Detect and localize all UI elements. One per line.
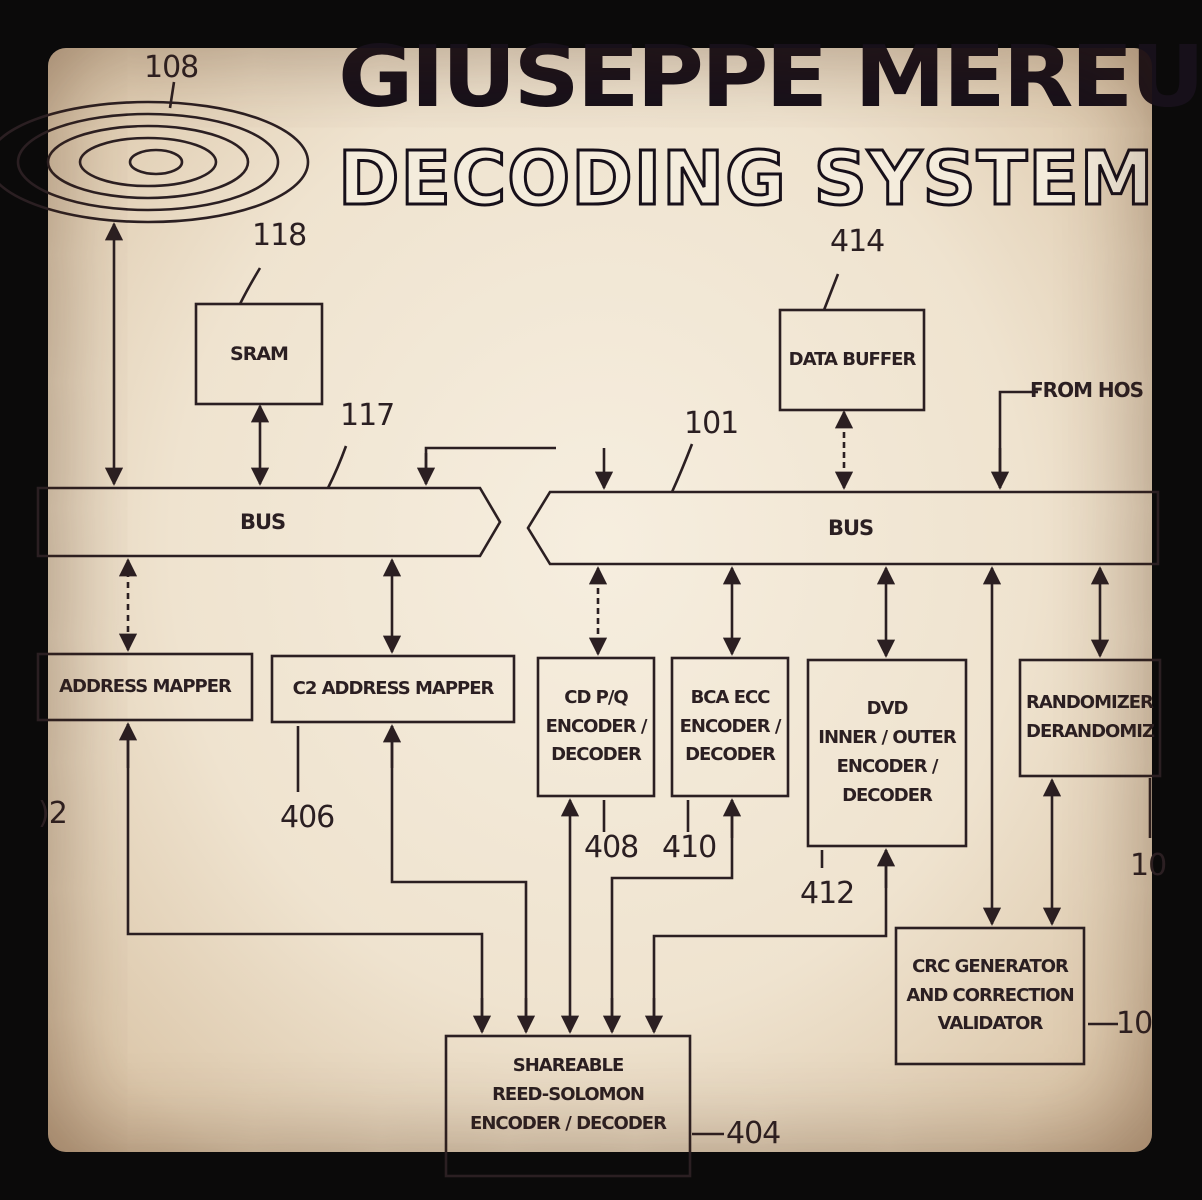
- crc-ref-number: 10: [1116, 1006, 1153, 1041]
- randomizer-line1: RANDOMIZER: [1026, 692, 1154, 714]
- data-buffer-label: DATA BUFFER: [780, 310, 924, 410]
- reed-solomon-ref-number: 404: [726, 1116, 781, 1151]
- bca-encoder-line1: BCA ECC: [690, 686, 771, 708]
- cd-encoder-line1: CD P/Q: [564, 686, 628, 708]
- cd-encoder-line2: ENCODER /: [545, 715, 648, 737]
- bca-encoder-ref-number: 410: [662, 830, 717, 865]
- reed-solomon-label: SHAREABLE REED-SOLOMON ENCODER / DECODER: [446, 1036, 690, 1176]
- dvd-encoder-line1: DVD: [866, 698, 909, 720]
- c2-address-mapper-box: [270, 654, 516, 724]
- bus-left-ref-leader: [326, 445, 348, 489]
- dvd-encoder-line2: INNER / OUTER: [818, 727, 956, 749]
- c2-rs-line: [390, 726, 528, 1032]
- data-buffer-ref-number: 414: [830, 224, 885, 259]
- bca-rs-line: [610, 800, 734, 1032]
- sram-text: SRAM: [230, 342, 289, 365]
- bus-left-shape: [36, 486, 502, 558]
- data-buffer-box: [778, 308, 926, 412]
- data-buffer-text: DATA BUFFER: [788, 348, 917, 370]
- page-title: GIUSEPPE MEREU: [338, 28, 1202, 127]
- bus-left-ref-number: 117: [340, 398, 395, 433]
- reed-solomon-line3: ENCODER / DECODER: [470, 1112, 667, 1134]
- from-host-label: FROM HOS: [1030, 378, 1144, 402]
- cd-encoder-line3: DECODER: [551, 744, 642, 766]
- cd-encoder-box: [536, 656, 656, 798]
- page-subtitle: DECODING SYSTEM: [337, 135, 1155, 224]
- reed-solomon-line1: SHAREABLE: [512, 1055, 625, 1076]
- disc-icon: [0, 81, 310, 224]
- crc-line2: AND CORRECTION: [906, 984, 1074, 1006]
- address-mapper-text: ADDRESS MAPPER: [59, 675, 232, 697]
- randomizer-ref-number: 10: [1130, 848, 1167, 883]
- address-mapper-label: ADDRESS MAPPER: [38, 654, 252, 720]
- block-diagram: [0, 81, 1162, 1178]
- bus-left-label: BUS: [240, 510, 286, 534]
- bus-right-ref-leader: [670, 443, 694, 493]
- addr-rs-line: [126, 724, 484, 1032]
- cd-encoder-label: CD P/Q ENCODER / DECODER: [538, 658, 654, 796]
- bca-encoder-line3: DECODER: [685, 744, 776, 766]
- cd-encoder-ref-number: 408: [584, 830, 639, 865]
- bus-right-label: BUS: [828, 516, 874, 540]
- dvd-encoder-line3: ENCODER /: [836, 756, 939, 777]
- bca-encoder-line2: ENCODER /: [679, 715, 782, 737]
- sram-label: SRAM: [196, 304, 322, 404]
- bus-left-input-line: [424, 446, 556, 484]
- address-mapper-ref-number: )2: [38, 796, 68, 831]
- crc-label: CRC GENERATOR AND CORRECTION VALIDATOR: [896, 928, 1084, 1064]
- data-buffer-ref-leader: [822, 273, 840, 311]
- dvd-encoder-box: [806, 658, 968, 848]
- c2-address-mapper-text: C2 ADDRESS MAPPER: [292, 677, 495, 699]
- reed-solomon-box: [444, 1034, 692, 1178]
- bca-encoder-box: [670, 656, 790, 798]
- sram-ref-leader: [238, 267, 262, 305]
- c2-address-mapper-label: C2 ADDRESS MAPPER: [272, 656, 514, 722]
- reed-solomon-line2: REED-SOLOMON: [492, 1083, 645, 1105]
- dvd-rs-line: [652, 850, 888, 1032]
- sram-box: [194, 302, 324, 406]
- host-line: [998, 390, 1038, 488]
- crc-line1: CRC GENERATOR: [912, 955, 1069, 977]
- randomizer-box: [1018, 658, 1162, 778]
- randomizer-label: RANDOMIZER DERANDOMIZ: [1020, 660, 1160, 776]
- bca-encoder-label: BCA ECC ENCODER / DECODER: [672, 658, 788, 796]
- dvd-encoder-line4: DECODER: [842, 784, 933, 806]
- diagram-photo: GIUSEPPE MEREU DECODING SYSTEM 108 118 1…: [0, 28, 1202, 1178]
- randomizer-line2: DERANDOMIZ: [1026, 721, 1155, 742]
- crc-box: [894, 926, 1086, 1066]
- c2-address-mapper-ref-number: 406: [280, 800, 335, 835]
- dvd-encoder-ref-number: 412: [800, 876, 855, 911]
- sram-ref-number: 118: [252, 218, 307, 253]
- crc-line3: VALIDATOR: [937, 1013, 1044, 1035]
- address-mapper-box: [36, 652, 254, 722]
- dvd-encoder-label: DVD INNER / OUTER ENCODER / DECODER: [808, 660, 966, 846]
- disc-ref-number: 108: [144, 50, 199, 85]
- bus-right-shape: [526, 490, 1160, 566]
- bus-right-ref-number: 101: [684, 406, 739, 441]
